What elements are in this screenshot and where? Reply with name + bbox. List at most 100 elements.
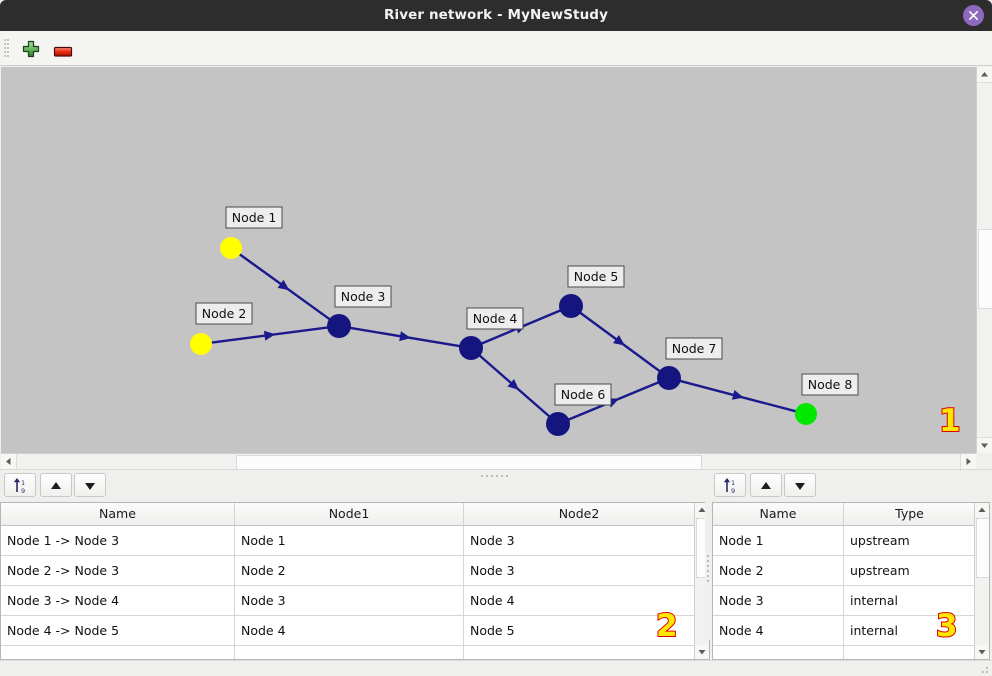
- nodes-column-header[interactable]: Type: [895, 506, 924, 521]
- title-bar[interactable]: River network - MyNewStudy: [0, 0, 992, 31]
- graph-node-label-text: Node 8: [808, 377, 853, 392]
- close-icon[interactable]: [963, 5, 984, 26]
- nodes-cell[interactable]: upstream: [850, 563, 910, 578]
- links-cell-empty[interactable]: [1, 646, 235, 659]
- vertical-splitter[interactable]: [705, 500, 712, 640]
- nodes-cell[interactable]: Node 3: [713, 586, 844, 615]
- nodes-move-up-button[interactable]: [750, 473, 782, 497]
- graph-node-node-2[interactable]: [190, 333, 212, 355]
- graph-node-label-text: Node 6: [561, 387, 606, 402]
- table-row[interactable]: Node 2 upstream: [713, 556, 989, 586]
- graph-node-node-8[interactable]: [795, 403, 817, 425]
- graph-node-label-box: [334, 285, 392, 308]
- links-cell[interactable]: Node 1: [235, 526, 464, 555]
- links-sort-button[interactable]: 1 9: [4, 473, 36, 497]
- table-row-empty[interactable]: [1, 646, 709, 659]
- nodes-sort-button[interactable]: 1 9: [714, 473, 746, 497]
- links-cell[interactable]: Node 3 -> Node 4: [1, 586, 235, 615]
- links-column-header[interactable]: Name: [1, 503, 235, 525]
- graph-node-node-7[interactable]: [657, 366, 681, 390]
- graph-node-node-4[interactable]: [459, 336, 483, 360]
- table-row-empty[interactable]: [713, 646, 989, 659]
- links-scroll-down-arrow-icon[interactable]: [695, 645, 709, 659]
- nodes-cell[interactable]: internal: [850, 623, 898, 638]
- scroll-left-arrow-icon[interactable]: [1, 454, 17, 469]
- table-row[interactable]: Node 3 internal: [713, 586, 989, 616]
- scroll-down-arrow-icon[interactable]: [977, 437, 992, 453]
- links-column-header[interactable]: Node2: [558, 506, 600, 521]
- nodes-move-down-button[interactable]: [784, 473, 816, 497]
- links-move-down-button[interactable]: [74, 473, 106, 497]
- table-row[interactable]: Node 4 internal: [713, 616, 989, 646]
- resize-grip[interactable]: [982, 667, 988, 673]
- add-plus-icon[interactable]: [21, 39, 41, 59]
- nodes-cell[interactable]: internal: [850, 593, 898, 608]
- links-cell[interactable]: Node 4: [235, 616, 464, 645]
- links-cell-empty[interactable]: [235, 646, 464, 659]
- links-cell[interactable]: Node 3: [235, 586, 464, 615]
- links-cell-empty[interactable]: [464, 646, 694, 659]
- graph-vertical-scroll-thumb[interactable]: [978, 229, 992, 309]
- graph-horizontal-scroll-thumb[interactable]: [236, 455, 702, 470]
- graph-node-label-box: [801, 373, 859, 396]
- graph-horizontal-scrollbar[interactable]: [1, 453, 976, 470]
- window-title: River network - MyNewStudy: [384, 7, 608, 23]
- nodes-cell-empty[interactable]: [713, 646, 844, 659]
- nodes-cell[interactable]: Node 1: [713, 526, 844, 555]
- links-cell[interactable]: Node 4 -> Node 5: [1, 616, 235, 645]
- svg-text:9: 9: [731, 487, 735, 495]
- svg-text:9: 9: [21, 487, 25, 495]
- graph-node-label-text: Node 5: [574, 269, 619, 284]
- graph-node-node-5[interactable]: [559, 294, 583, 318]
- graph-node-label-text: Node 1: [232, 210, 277, 225]
- graph-node-label-box: [195, 302, 253, 325]
- graph-node-label-box: [665, 337, 723, 360]
- nodes-cell-empty[interactable]: [844, 646, 975, 659]
- nodes-scroll-down-arrow-icon[interactable]: [975, 645, 989, 659]
- toolbar: [0, 31, 992, 66]
- annotation-marker-1: 1: [938, 403, 962, 439]
- graph-vertical-scrollbar[interactable]: [976, 67, 992, 453]
- nodes-cell[interactable]: Node 4: [713, 616, 844, 645]
- links-cell[interactable]: Node 2 -> Node 3: [1, 556, 235, 585]
- links-cell[interactable]: Node 3: [470, 563, 515, 578]
- links-cell[interactable]: Node 2: [235, 556, 464, 585]
- nodes-column-header[interactable]: Name: [713, 503, 844, 525]
- graph-node-label-text: Node 2: [202, 306, 247, 321]
- scroll-right-arrow-icon[interactable]: [960, 454, 976, 469]
- graph-node-node-6[interactable]: [546, 412, 570, 436]
- table-row[interactable]: Node 1 upstream: [713, 526, 989, 556]
- delete-icon[interactable]: [53, 43, 73, 57]
- nodes-scroll-thumb[interactable]: [976, 518, 989, 578]
- graph-nodes[interactable]: [190, 237, 817, 436]
- nodes-table-header[interactable]: Name Type: [713, 503, 989, 526]
- links-cell[interactable]: Node 5: [470, 623, 515, 638]
- links-cell[interactable]: Node 3: [470, 533, 515, 548]
- graph-node-node-3[interactable]: [327, 314, 351, 338]
- graph-node-node-1[interactable]: [220, 237, 242, 259]
- links-cell[interactable]: Node 1 -> Node 3: [1, 526, 235, 555]
- nodes-cell[interactable]: Node 2: [713, 556, 844, 585]
- nodes-table-scrollbar[interactable]: [974, 503, 989, 659]
- nodes-cell[interactable]: upstream: [850, 533, 910, 548]
- links-column-header[interactable]: Node1: [235, 503, 464, 525]
- links-move-up-button[interactable]: [40, 473, 72, 497]
- links-cell[interactable]: Node 4: [470, 593, 515, 608]
- graph-edge-arrow-icon: [277, 279, 290, 291]
- scroll-up-arrow-icon[interactable]: [977, 67, 992, 83]
- toolbar-grip[interactable]: [4, 39, 9, 59]
- vsplitter-grip-dots: [707, 555, 710, 585]
- nodes-scroll-up-arrow-icon[interactable]: [975, 503, 989, 517]
